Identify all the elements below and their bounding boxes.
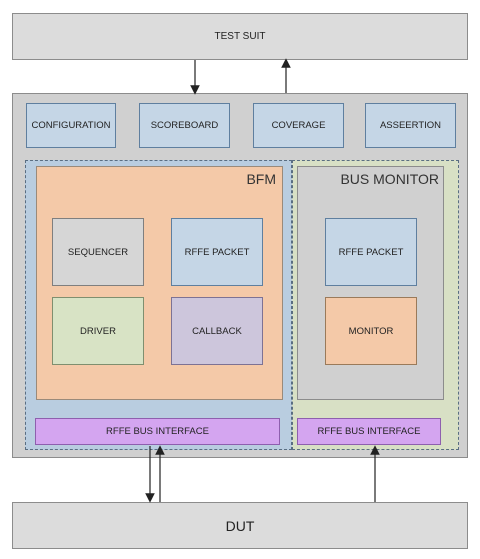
configuration-label: CONFIGURATION: [31, 120, 111, 131]
scoreboard-block: SCOREBOARD: [139, 103, 230, 148]
bfm-rffe-packet-label: RFFE PACKET: [184, 246, 250, 258]
bfm-rffe-packet-block: RFFE PACKET: [171, 218, 263, 286]
bus-monitor-bus-interface-block: RFFE BUS INTERFACE: [297, 418, 441, 445]
configuration-block: CONFIGURATION: [26, 103, 116, 148]
test-suit-label: TEST SUIT: [214, 31, 266, 42]
coverage-label: COVERAGE: [271, 120, 326, 131]
callback-block: CALLBACK: [171, 297, 263, 365]
bus-monitor-rffe-packet-label: RFFE PACKET: [338, 246, 404, 258]
dut-block: DUT: [12, 502, 468, 549]
driver-label: DRIVER: [80, 325, 116, 337]
bus-monitor-title: BUS MONITOR: [340, 171, 439, 187]
test-suit-block: TEST SUIT: [12, 13, 468, 60]
scoreboard-label: SCOREBOARD: [150, 120, 219, 131]
driver-block: DRIVER: [52, 297, 144, 365]
monitor-label: MONITOR: [348, 325, 394, 337]
dut-label: DUT: [225, 517, 255, 534]
coverage-block: COVERAGE: [253, 103, 344, 148]
bfm-bus-interface-label: RFFE BUS INTERFACE: [106, 426, 209, 437]
assertion-block: ASSEERTION: [365, 103, 456, 148]
bus-monitor-bus-interface-label: RFFE BUS INTERFACE: [317, 426, 421, 437]
sequencer-label: SEQUENCER: [67, 246, 129, 258]
callback-label: CALLBACK: [192, 325, 242, 337]
monitor-block: MONITOR: [325, 297, 417, 365]
bfm-title: BFM: [246, 171, 276, 187]
sequencer-block: SEQUENCER: [52, 218, 144, 286]
assertion-label: ASSEERTION: [379, 120, 442, 131]
bus-monitor-rffe-packet-block: RFFE PACKET: [325, 218, 417, 286]
bfm-bus-interface-block: RFFE BUS INTERFACE: [35, 418, 280, 445]
